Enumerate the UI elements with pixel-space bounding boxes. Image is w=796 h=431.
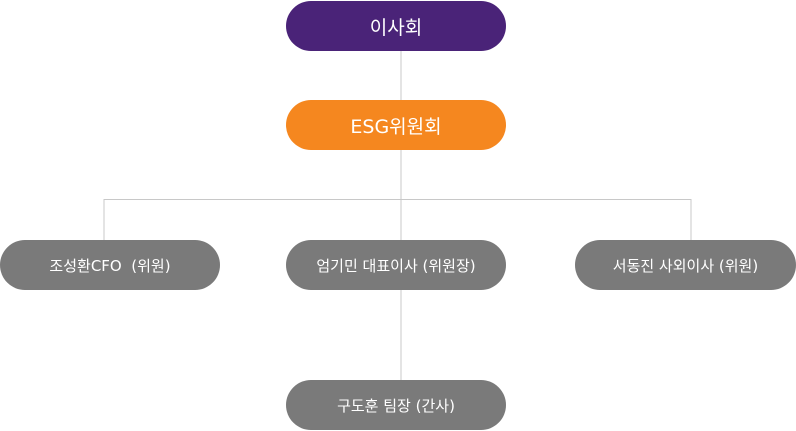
- esg-committee-label: ESG위원회: [350, 115, 442, 138]
- member-label-outside-director: 서동진 사외이사 (위원): [612, 256, 759, 275]
- member-node-cfo: 조성환CFO (위원): [0, 240, 220, 290]
- esg-committee-node: ESG위원회: [286, 100, 506, 150]
- member-node-chair: 엄기민 대표이사 (위원장): [286, 240, 506, 290]
- board-label: 이사회: [369, 16, 423, 39]
- member-label-cfo: 조성환CFO (위원): [49, 256, 171, 275]
- member-node-outside-director: 서동진 사외이사 (위원): [575, 240, 796, 290]
- member-label-chair: 엄기민 대표이사 (위원장): [316, 256, 476, 275]
- secretary-label: 구도훈 팀장 (간사): [337, 396, 455, 415]
- secretary-node: 구도훈 팀장 (간사): [286, 380, 506, 430]
- board-node: 이사회: [286, 1, 506, 51]
